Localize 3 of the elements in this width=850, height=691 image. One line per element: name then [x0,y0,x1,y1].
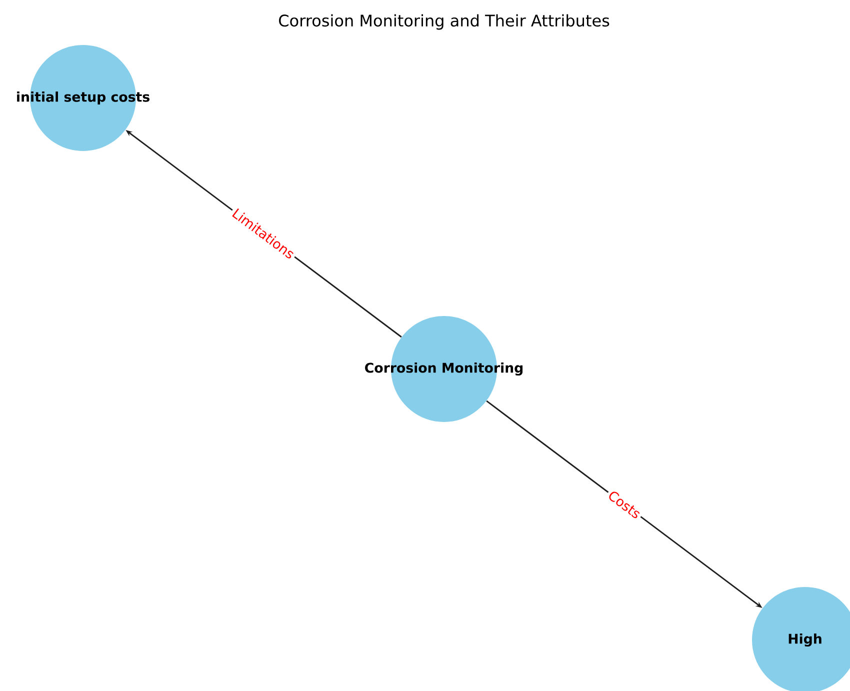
circle-node: Corrosion Monitoring [365,316,523,422]
title: Corrosion Monitoring and Their Attributes [279,14,610,30]
circle-node: initial setup costs [17,45,150,151]
